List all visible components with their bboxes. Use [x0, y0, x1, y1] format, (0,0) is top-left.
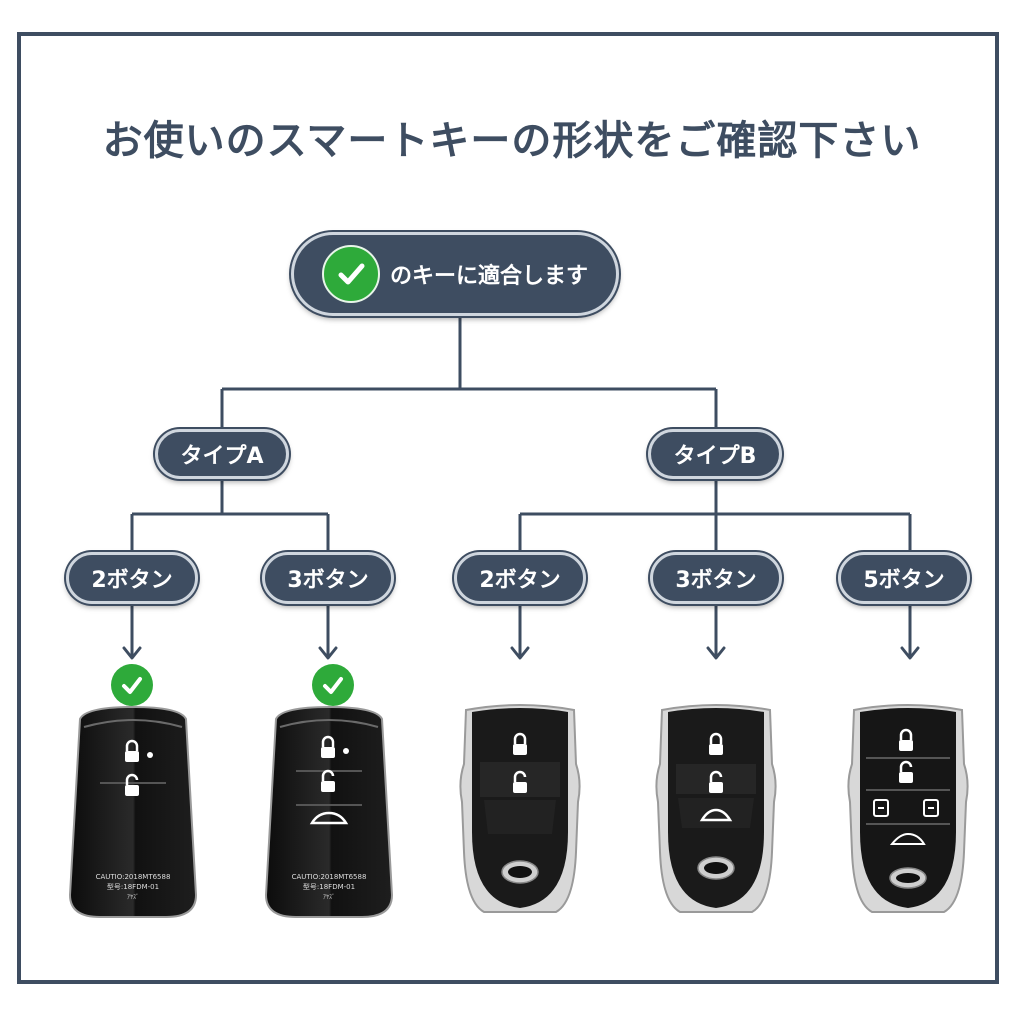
button-count-label: 5ボタン — [863, 568, 945, 593]
root-node: のキーに適合します — [291, 232, 619, 316]
lock-icon — [709, 732, 723, 755]
type-b-node: タイプB — [648, 429, 782, 479]
arrowhead-icon — [900, 646, 920, 660]
type-b-3-button-key-image — [655, 704, 777, 913]
arrowhead-icon — [510, 646, 530, 660]
key-brand-text: ｱﾔｽﾞ — [127, 894, 139, 901]
sliding-door-left-icon — [873, 799, 889, 817]
trunk-icon — [309, 811, 349, 825]
key-model-text: 型号:18FDM-01 — [107, 882, 159, 891]
type-b-3-button-node: 3ボタン — [650, 552, 782, 604]
type-b-2-button-node: 2ボタン — [454, 552, 586, 604]
type-a-2-button-key-image: CAUTIO:2018MT6588 型号:18FDM-01 ｱﾔｽﾞ — [68, 705, 198, 918]
type-b-label: タイプB — [673, 444, 757, 469]
unlock-icon — [125, 773, 139, 796]
lock-icon — [899, 728, 913, 751]
key-model-text: 型号:18FDM-01 — [303, 882, 355, 891]
key-brand-text: ｱﾔｽﾞ — [323, 894, 335, 901]
type-a-3-button-node: 3ボタン — [262, 552, 394, 604]
trunk-icon — [699, 808, 733, 822]
sliding-door-right-icon — [923, 799, 939, 817]
button-count-label: 3ボタン — [287, 568, 369, 593]
type-a-2-button-node: 2ボタン — [66, 552, 198, 604]
arrowhead-icon — [706, 646, 726, 660]
key-fcc-text: CAUTIO:2018MT6588 — [292, 873, 367, 881]
page-title: お使いのスマートキーの形状をご確認下さい — [102, 118, 922, 164]
root-label: のキーに適合します — [389, 264, 588, 289]
key-fcc-text: CAUTIO:2018MT6588 — [96, 873, 171, 881]
compatible-check-icon — [111, 664, 153, 706]
unlock-icon — [321, 769, 335, 792]
compatible-check-icon — [312, 664, 354, 706]
arrowhead-icon — [318, 646, 338, 660]
lock-icon — [321, 735, 335, 758]
button-count-label: 3ボタン — [675, 568, 757, 593]
back-door-icon — [889, 832, 926, 845]
outer-frame — [17, 32, 999, 984]
type-b-5-button-node: 5ボタン — [838, 552, 970, 604]
button-count-label: 2ボタン — [479, 568, 561, 593]
button-count-label: 2ボタン — [91, 568, 173, 593]
arrowhead-icon — [122, 646, 142, 660]
lock-icon — [125, 739, 139, 762]
unlock-icon — [513, 770, 527, 793]
type-b-2-button-key-image — [459, 704, 581, 913]
type-a-3-button-key-image: CAUTIO:2018MT6588 型号:18FDM-01 ｱﾔｽﾞ — [264, 705, 394, 918]
type-a-label: タイプA — [180, 444, 264, 469]
type-a-node: タイプA — [155, 429, 289, 479]
lock-icon — [513, 732, 527, 755]
unlock-icon — [709, 770, 723, 793]
type-b-5-button-key-image — [847, 704, 969, 913]
check-circle-icon — [321, 245, 380, 303]
unlock-icon — [899, 760, 913, 783]
